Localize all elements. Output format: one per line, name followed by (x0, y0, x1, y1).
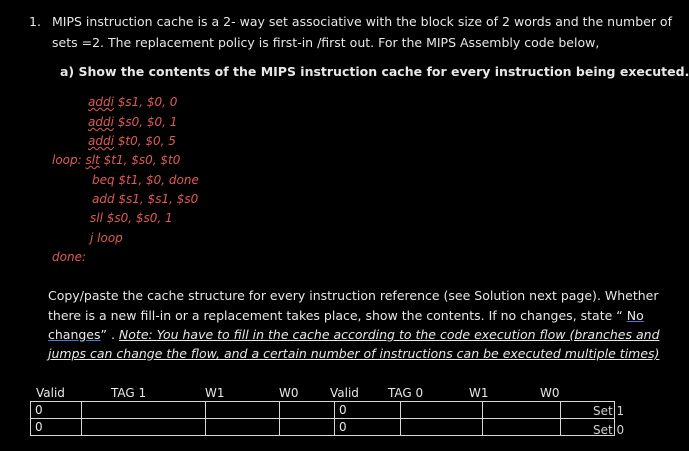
valid-1-cell[interactable]: 0 (30, 418, 82, 436)
w1-a-cell[interactable] (205, 418, 280, 436)
header-tag-0: TAG 0 (388, 386, 424, 400)
code-line-1: addi $s1, $0, 0 (88, 95, 178, 109)
question-number: 1. (29, 14, 41, 29)
table-row: 0 0 (30, 418, 615, 436)
w0-a-cell[interactable] (279, 401, 335, 419)
header-w1-b: W1 (469, 386, 489, 400)
instructions-line-2: there is a new fill-in or a replacement … (48, 308, 644, 323)
cache-table: 0 0 0 0 (30, 401, 615, 436)
instructions-line-3: changes” . Note: You have to fill in the… (48, 327, 660, 342)
header-tag-1: TAG 1 (111, 386, 147, 400)
set-1-label: Set 1 (593, 404, 625, 418)
header-w1-a: W1 (205, 386, 225, 400)
w1-a-cell[interactable] (205, 401, 280, 419)
code-line-8: j loop (90, 231, 123, 245)
table-row: 0 0 (30, 401, 615, 419)
instructions-line-1: Copy/paste the cache structure for every… (48, 288, 659, 303)
w0-a-cell[interactable] (279, 418, 335, 436)
tag-0-cell[interactable] (400, 401, 483, 419)
set-0-label: Set 0 (593, 423, 625, 437)
w0-b-cell[interactable] (560, 418, 615, 436)
header-w0-b: W0 (540, 386, 560, 400)
tag-1-cell[interactable] (81, 401, 206, 419)
question-text-line-1: MIPS instruction cache is a 2- way set a… (52, 14, 672, 29)
header-valid-0: Valid (330, 386, 359, 400)
header-w0-a: W0 (279, 386, 299, 400)
valid-0-cell[interactable]: 0 (334, 418, 401, 436)
part-a-heading: a) Show the contents of the MIPS instruc… (60, 64, 689, 79)
question-text-line-2: sets =2. The replacement policy is first… (52, 35, 600, 50)
done-label: done: (52, 250, 86, 264)
valid-0-cell[interactable]: 0 (334, 401, 401, 419)
code-line-6: add $s1, $s1, $s0 (92, 192, 199, 206)
code-line-4: loop: slt $t1, $s0, $t0 (52, 153, 181, 167)
loop-label: loop: (52, 153, 82, 167)
code-line-2: addi $s0, $0, 1 (88, 115, 178, 129)
code-line-3: addi $t0, $0, 5 (88, 134, 176, 148)
code-line-7: sll $s0, $s0, 1 (90, 211, 173, 225)
instructions-line-4: jumps can change the flow, and a certain… (48, 346, 660, 361)
valid-1-cell[interactable]: 0 (30, 401, 82, 419)
w1-b-cell[interactable] (482, 401, 561, 419)
tag-0-cell[interactable] (400, 418, 483, 436)
header-valid-1: Valid (36, 386, 65, 400)
tag-1-cell[interactable] (81, 418, 206, 436)
w1-b-cell[interactable] (482, 418, 561, 436)
code-line-5: beq $t1, $0, done (92, 173, 199, 187)
